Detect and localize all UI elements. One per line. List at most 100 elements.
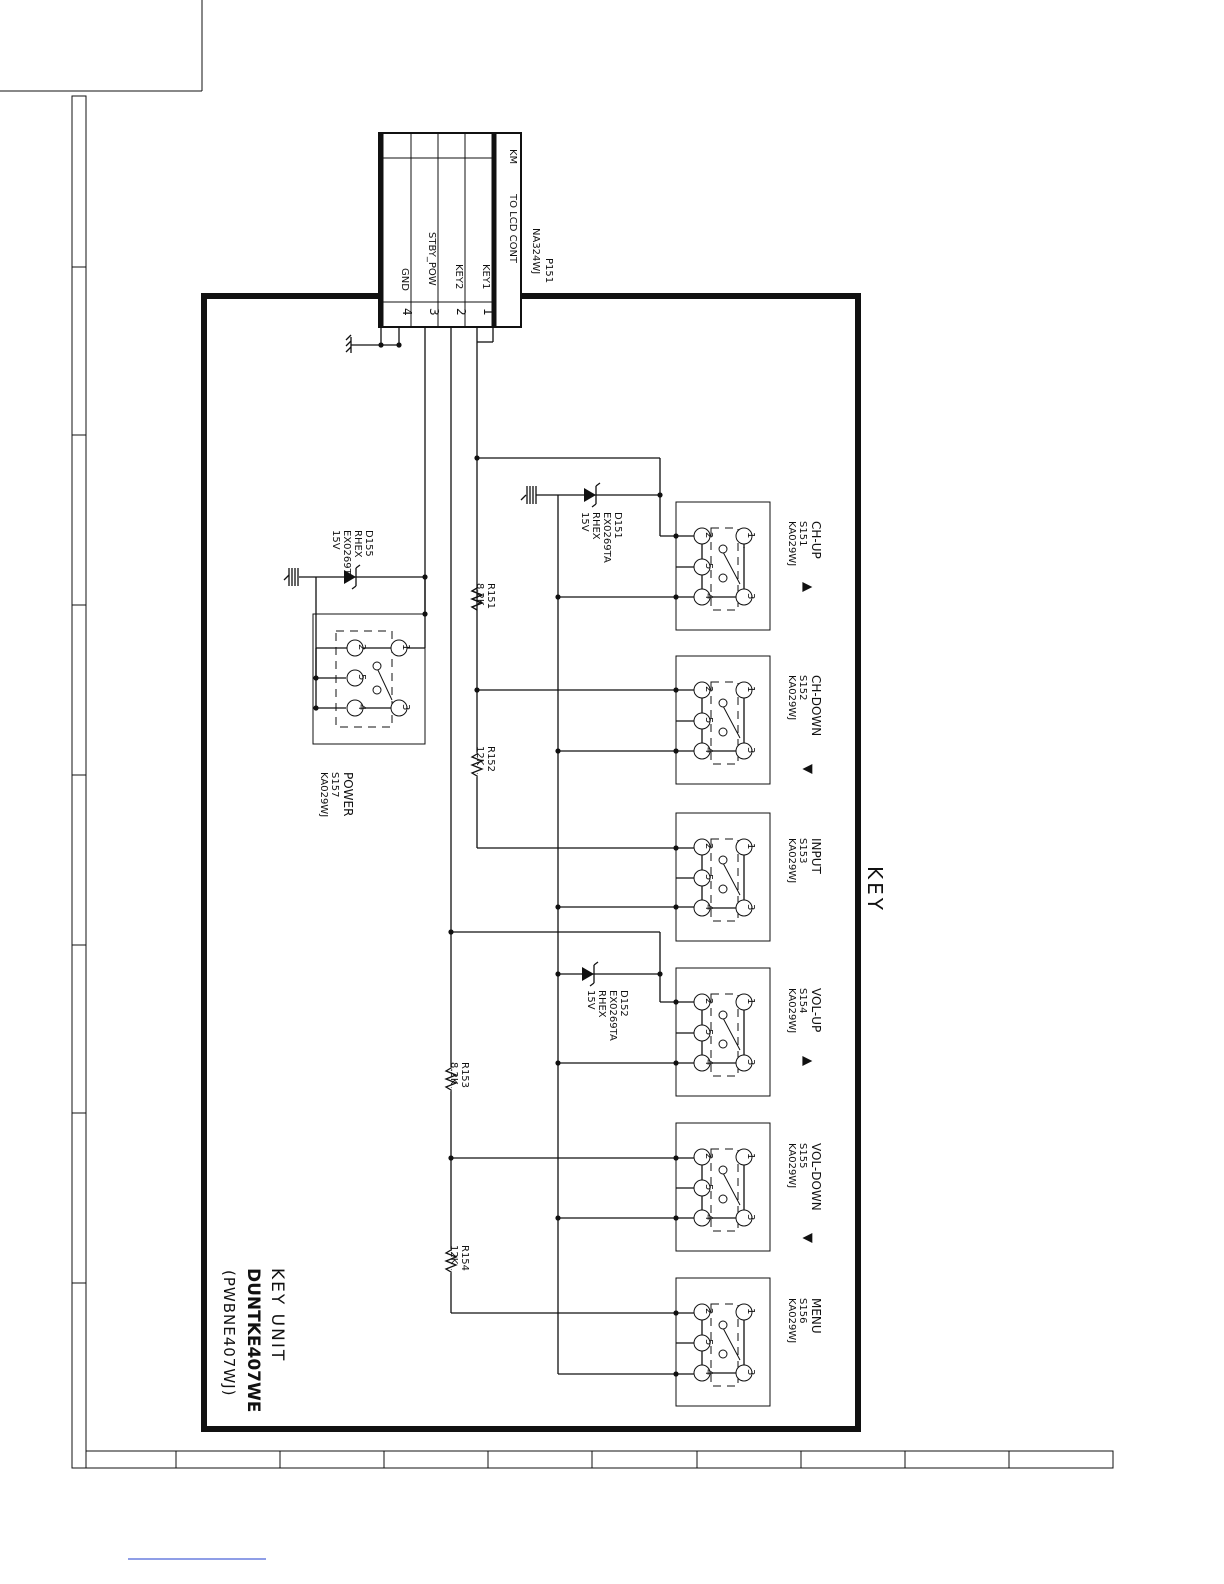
resistor-r152: R152 12K	[466, 746, 496, 778]
d152-voltage: 15V	[585, 990, 596, 1010]
connector-p151: KM TO LCD CONT NA324WJ P151 KEY1 KEY2 ST…	[378, 132, 554, 328]
resistor-r154: R154 12K	[440, 1245, 470, 1274]
unit-title: KEY UNIT	[267, 1268, 287, 1362]
s152-symbol: ▼	[800, 764, 815, 774]
s154-label: VOL-UP	[809, 988, 823, 1032]
s155-label: VOL-DOWN	[809, 1143, 823, 1211]
board-title: KEY	[863, 866, 887, 913]
s157-pin2: 2	[356, 644, 367, 650]
resistor-r153: R153 8.2K	[440, 1062, 470, 1092]
s153-pin1: 1	[745, 843, 756, 849]
r153-ref: R153	[459, 1062, 470, 1088]
diode-d155: D155 RHEX EX0269TA 15V	[330, 530, 374, 590]
r152-ref: R152	[485, 746, 496, 772]
switch-s151: 1 2 3 4 5 CH-UP S151 KA029WJ ▲	[675, 501, 823, 631]
s152-pin3: 3	[745, 747, 756, 753]
d152-ref: D152	[618, 990, 629, 1017]
s151-ref: S151	[797, 521, 808, 546]
s156-label: MENU	[809, 1298, 823, 1334]
s154-symbol: ▲	[800, 1056, 815, 1066]
s152-pin5: 5	[703, 717, 714, 723]
s154-pin1: 1	[745, 998, 756, 1004]
s155-pin3: 3	[745, 1214, 756, 1220]
s151-pin3: 3	[745, 593, 756, 599]
page-frame	[0, 0, 1114, 1560]
s151-label: CH-UP	[809, 521, 823, 559]
s156-ref: S156	[797, 1298, 808, 1323]
s152-part: KA029WJ	[786, 675, 797, 720]
r153-value: 8.2K	[448, 1062, 459, 1085]
r152-value: 12K	[474, 746, 485, 766]
pin-name-3: STBY_POW	[426, 232, 437, 286]
s152-pin2: 2	[703, 686, 714, 692]
pin-name-4: GND	[399, 268, 410, 291]
s151-pin5: 5	[703, 563, 714, 569]
ground-symbols	[283, 334, 527, 581]
s153-pin2: 2	[703, 843, 714, 849]
r154-value: 12K	[448, 1245, 459, 1265]
pwb-code: (PWBNE407WJ)	[220, 1270, 238, 1396]
s155-part: KA029WJ	[786, 1143, 797, 1188]
d151-code: EX0269TA	[601, 512, 612, 563]
pin-name-1: KEY1	[480, 264, 491, 289]
s156-pin5: 5	[703, 1339, 714, 1345]
s154-ref: S154	[797, 988, 808, 1013]
pin-number-4: 4	[400, 308, 414, 316]
s157-pin5: 5	[356, 674, 367, 680]
s152-label: CH-DOWN	[809, 675, 823, 736]
s156-pin4: 4	[703, 1369, 714, 1375]
s157-pin1: 1	[400, 644, 411, 650]
r154-ref: R154	[459, 1245, 470, 1271]
s154-pin2: 2	[703, 998, 714, 1004]
wiring	[288, 327, 694, 1375]
diode-d151: D151 EX0269TA RHEX 15V	[579, 482, 623, 563]
switch-s156: 1 2 3 4 5 MENU S156 KA029WJ	[675, 1277, 823, 1407]
s156-pin2: 2	[703, 1308, 714, 1314]
unit-code: DUNTKE407WE	[243, 1268, 263, 1412]
s152-pin4: 4	[703, 747, 714, 753]
d155-part: RHEX	[352, 530, 363, 558]
s154-pin4: 4	[703, 1059, 714, 1065]
r151-ref: R151	[485, 583, 496, 609]
s151-pin1: 1	[745, 532, 756, 538]
s155-ref: S155	[797, 1143, 808, 1168]
board-outline	[201, 293, 861, 1432]
r151-value: 8.2K	[474, 583, 485, 606]
s154-part: KA029WJ	[786, 988, 797, 1033]
s153-pin5: 5	[703, 874, 714, 880]
resistor-r151: R151 8.2K	[470, 583, 496, 611]
switch-s152: 1 2 3 4 5 CH-DOWN S152 KA029WJ ▼	[675, 655, 823, 785]
s152-ref: S152	[797, 675, 808, 700]
connector-dest: TO LCD CONT	[507, 193, 518, 264]
d151-part: RHEX	[590, 512, 601, 540]
d155-code: EX0269TA	[341, 530, 352, 581]
pin-number-3: 3	[427, 308, 441, 316]
s151-pin4: 4	[703, 593, 714, 599]
s157-pin4: 4	[356, 704, 367, 710]
d152-part: RHEX	[596, 990, 607, 1018]
s153-ref: S153	[797, 838, 808, 863]
s153-label: INPUT	[809, 838, 823, 875]
s155-pin2: 2	[703, 1153, 714, 1159]
connector-part: NA324WJ	[530, 228, 541, 274]
d151-ref: D151	[612, 512, 623, 539]
junctions	[313, 342, 679, 1377]
s156-part: KA029WJ	[786, 1298, 797, 1343]
s157-part: KA029WJ	[318, 772, 329, 817]
pin-name-2: KEY2	[453, 264, 464, 289]
d155-ref: D155	[363, 530, 374, 557]
switch-s157: 1 2 3 4 5 POWER S157 KA029WJ	[312, 613, 426, 817]
s153-part: KA029WJ	[786, 838, 797, 883]
s155-pin4: 4	[703, 1214, 714, 1220]
switch-s155: 1 2 3 4 5 VOL-DOWN S155 KA029WJ ▼	[675, 1122, 823, 1252]
s157-ref: S157	[329, 772, 340, 797]
d155-voltage: 15V	[330, 530, 341, 550]
s154-pin3: 3	[745, 1059, 756, 1065]
s157-label: POWER	[341, 772, 355, 816]
s151-part: KA029WJ	[786, 521, 797, 566]
s153-pin4: 4	[703, 904, 714, 910]
d151-voltage: 15V	[579, 512, 590, 532]
s156-pin3: 3	[745, 1369, 756, 1375]
switch-s154: 1 2 3 4 5 VOL-UP S154 KA029WJ ▲	[675, 967, 823, 1097]
